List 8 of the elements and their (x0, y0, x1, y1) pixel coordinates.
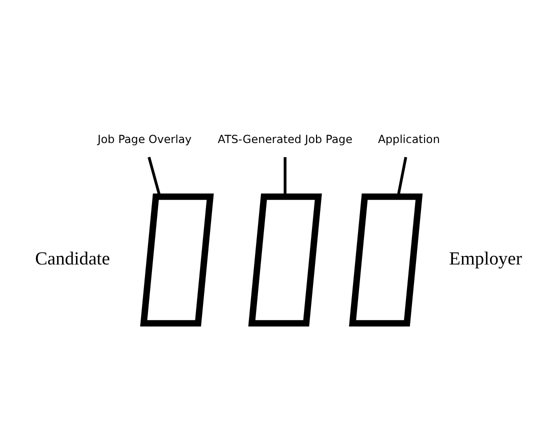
node-text: Employer (449, 248, 522, 269)
node-parallelogram (248, 193, 322, 327)
node-text: Job Page Overlay (98, 133, 192, 146)
node-parallelogram (348, 193, 423, 327)
node-parallelogram (140, 193, 214, 327)
node-text: Application (378, 133, 440, 146)
node-text: ATS-Generated Job Page (218, 133, 352, 146)
node-text: Candidate (35, 248, 110, 269)
